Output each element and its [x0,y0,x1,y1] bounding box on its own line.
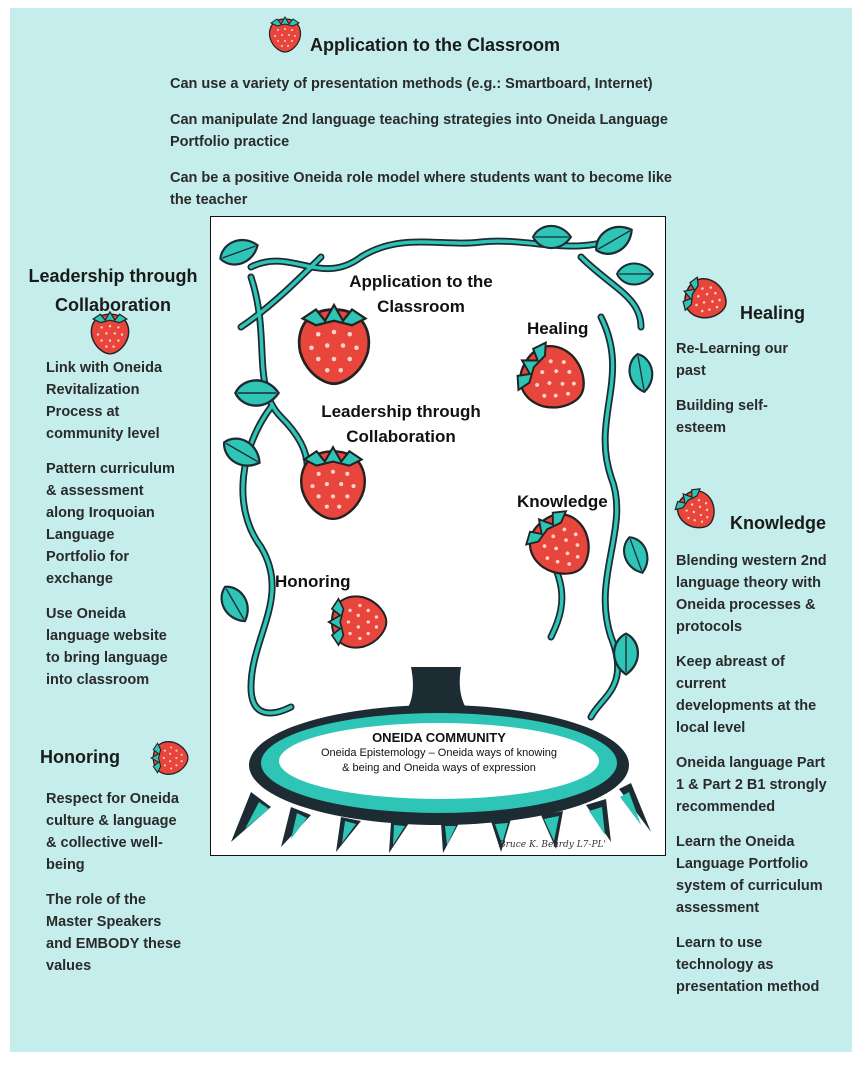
vine-illustration [213,218,657,853]
art-label-knowledge: Knowledge [517,492,608,511]
knowledge-heading: Knowledge [730,513,827,533]
list-line: Respect for Oneida [46,791,179,807]
art-label-line: Leadership through [321,402,481,421]
list-line: assessment [676,900,760,916]
list-line: Master Speakers [46,914,162,930]
community-label: ONEIDA COMMUNITY Oneida Epistemology – O… [271,729,607,776]
list-line: presentation method [676,979,820,995]
art-label-application: Application to the Classroom [321,269,521,319]
list-line: Building self- [676,398,768,414]
healing-heading: Healing [740,303,806,323]
top-item: Can manipulate 2nd language teaching str… [170,112,668,128]
list-line: Blending western 2nd [676,553,827,569]
list-line: Oneida processes & [676,597,816,613]
list-line: Language Portfolio [676,856,809,872]
list-line: into classroom [46,672,150,688]
list-line: Re-Learning our [676,341,788,357]
leadership-heading: Leadership through Collaboration [18,262,208,320]
list-line: Revitalization [46,382,140,398]
knowledge-list: Blending western 2nd language theory wit… [676,550,848,998]
top-item: the teacher [170,192,248,208]
list-line: along Iroquoian [46,505,155,521]
list-line: values [46,958,92,974]
list-line: & collective well- [46,835,163,851]
list-line: being [46,857,85,873]
art-label-healing: Healing [527,319,589,338]
strawberry-icon [265,12,305,54]
list-line: to bring language [46,650,168,666]
list-line: and EMBODY these [46,936,182,952]
list-line: technology as [676,957,774,973]
list-line: Process at [46,404,120,420]
list-line: Link with Oneida [46,360,163,376]
list-line: Language [46,527,115,543]
list-line: Use Oneida [46,606,126,622]
artist-signature: Bruce K. Beardy L7-PL' [499,840,606,850]
list-line: Portfolio for [46,549,129,565]
honoring-heading: Honoring [40,747,120,767]
list-line: language theory with [676,575,822,591]
top-list: Can use a variety of presentation method… [170,73,770,225]
art-label-line: Classroom [377,297,465,316]
healing-list: Re-Learning our past Building self- este… [676,338,846,439]
honoring-list: Respect for Oneida culture & language & … [46,788,216,977]
top-item: Can use a variety of presentation method… [170,76,653,92]
list-line: exchange [46,571,113,587]
list-line: Learn to use [676,935,763,951]
list-line: The role of the [46,892,146,908]
list-line: protocols [676,619,743,635]
community-line: & being and Oneida ways of expression [342,762,536,774]
list-line: system of curriculum [676,878,823,894]
strawberry-vine-artwork: Application to the Classroom Healing Lea… [210,216,666,856]
community-title: ONEIDA COMMUNITY [372,730,506,745]
list-line: Pattern curriculum [46,461,175,477]
list-line: 1 & Part 2 B1 strongly [676,777,827,793]
top-heading: Application to the Classroom [310,35,561,55]
list-line: recommended [676,799,776,815]
art-label-line: Application to the [349,272,493,291]
art-label-line: Collaboration [346,427,456,446]
art-label-leadership: Leadership through Collaboration [311,399,491,449]
leadership-heading-line: Collaboration [55,295,171,315]
top-item: Portfolio practice [170,134,290,150]
leadership-list: Link with Oneida Revitalization Process … [46,357,216,691]
list-line: culture & language [46,813,177,829]
list-line: Learn the Oneida [676,834,795,850]
strawberry-icon [147,730,189,786]
list-line: esteem [676,420,726,436]
list-line: community level [46,426,160,442]
list-line: developments at the [676,698,817,714]
list-line: current [676,676,726,692]
art-label-honoring: Honoring [275,572,351,591]
strawberry-icon [84,307,136,355]
list-line: language website [46,628,167,644]
list-line: Keep abreast of [676,654,785,670]
leadership-heading-line: Leadership through [28,266,198,286]
list-line: local level [676,720,746,736]
community-line: Oneida Epistemology – Oneida ways of kno… [320,747,558,759]
list-line: Oneida language Part [676,755,826,771]
list-line: past [676,363,706,379]
top-item: Can be a positive Oneida role model wher… [170,170,672,186]
list-line: & assessment [46,483,144,499]
